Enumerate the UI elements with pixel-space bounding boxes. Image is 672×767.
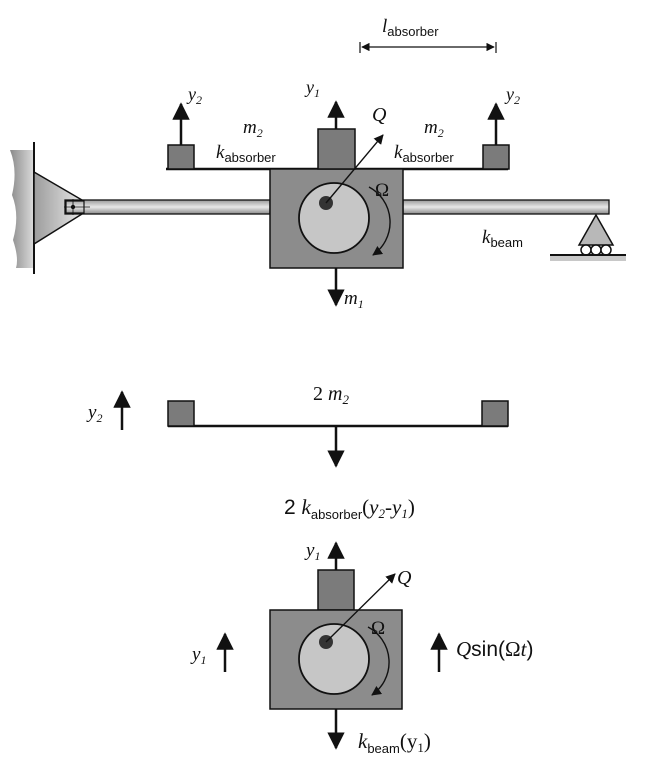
fbd-y2-label: y2 [86,402,102,425]
beam-force-label: kbeam(y1) [358,729,431,756]
beam-left [64,199,271,215]
absorber-mass-right [482,144,510,170]
fbd-motor: y1 Q Ω y1 Qsin(Ωt) kbeam(y1) [190,540,533,756]
omega-top-label: Ω [375,180,389,201]
fbd-rotating-disc [298,623,370,695]
q-top-label: Q [372,104,387,126]
omega-arc [368,186,391,256]
fbd-absorber-mass-left [167,400,195,427]
top-system: labsorber y2 y1 y2 m2 m2 kabsorber kabso… [10,16,626,311]
y2-right-label: y2 [504,84,520,107]
fbd-y1-top-label: y1 [304,540,320,563]
beam-right [402,199,610,215]
k-absorber-right-label: kabsorber [394,142,454,165]
two-m2-label: 2 m2 [313,383,349,407]
absorber-mass-left [167,144,195,170]
absorber-force-label: 2 kabsorber(y2-y1) [284,495,415,522]
fbd-omega-label: Ω [371,618,385,639]
q-arrow [325,134,384,204]
rotating-disc [298,182,370,254]
m2-left-label: m2 [243,117,263,140]
k-beam-top-label: kbeam [482,227,523,250]
fbd-absorber-mass-right [481,400,509,427]
fbd-absorber: y2 2 m2 2 kabsorber(y2-y1) [86,383,509,522]
forcing-label: Qsin(Ωt) [456,637,533,661]
fbd-q-label: Q [397,567,412,589]
y1-top-label: y1 [304,77,320,100]
fbd-y1-left-label: y1 [190,644,206,667]
l-absorber-dimension [359,42,497,53]
fbd-motor-top-tab [317,569,355,611]
fbd-omega-arc [367,626,390,696]
m1-label: m1 [344,288,364,311]
k-absorber-left-label: kabsorber [216,142,276,165]
m2-right-label: m2 [424,117,444,140]
y2-left-label: y2 [186,84,202,107]
roller-support [550,213,626,261]
l-absorber-label: labsorber [382,16,439,39]
wall [10,150,34,268]
fbd-q-arrow [325,573,396,643]
motor-top-tab [317,128,356,170]
